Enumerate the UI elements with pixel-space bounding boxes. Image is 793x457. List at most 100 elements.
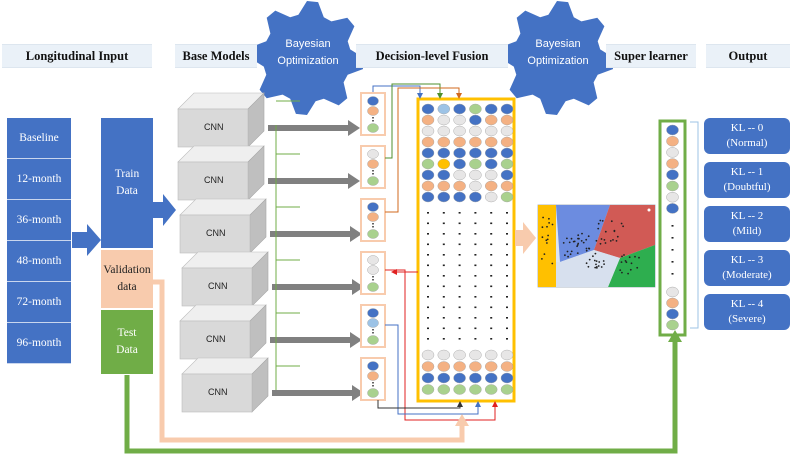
scatter-point	[587, 265, 590, 268]
ellipsis-mark	[427, 296, 429, 298]
train-data-box: Train Data	[101, 118, 153, 248]
ellipsis-mark	[474, 264, 477, 267]
scatter-point	[602, 260, 605, 262]
ellipsis-mark	[490, 233, 493, 235]
scatter-point	[576, 252, 579, 255]
validation-path	[152, 279, 465, 443]
probability-dot	[367, 123, 379, 133]
scatter-point	[621, 271, 623, 274]
ellipsis-mark	[490, 243, 493, 246]
scatter-point	[541, 226, 544, 229]
scatter-point	[587, 235, 590, 238]
probability-dot	[367, 106, 379, 116]
ellipsis-mark	[474, 212, 477, 214]
scatter-point	[546, 242, 548, 244]
matrix-cell-dot	[453, 136, 466, 148]
cnn-block-front	[177, 161, 249, 201]
output-kl-4: KL -- 4 (Severe)	[704, 294, 790, 330]
bayesian-optimization-label: Bayesian Optimization	[277, 38, 339, 68]
scatter-point	[580, 240, 583, 242]
timepoint-48-month: 48-month	[7, 241, 71, 282]
ellipsis-mark	[506, 222, 508, 225]
matrix-cell-dot	[500, 125, 514, 137]
ellipsis-mark	[490, 317, 493, 319]
scatter-point	[623, 254, 625, 256]
matrix-cell-dot	[421, 372, 435, 384]
probability-dot	[367, 318, 379, 328]
ellipsis-mark	[506, 275, 508, 277]
probability-dot	[367, 255, 379, 265]
scatter-point	[603, 239, 606, 241]
scatter-point	[562, 242, 565, 244]
scatter-point	[647, 208, 651, 212]
probability-dot	[367, 371, 379, 381]
scatter-point	[594, 266, 597, 269]
ellipsis-mark	[427, 222, 429, 225]
probability-dot	[367, 176, 379, 186]
probability-dot	[367, 361, 379, 371]
scatter-point	[570, 237, 573, 240]
output-kl-0: KL -- 0 (Normal)	[704, 118, 790, 154]
matrix-cell-dot	[485, 180, 498, 192]
matrix-cell-dot	[500, 136, 514, 148]
ellipsis-mark	[427, 285, 429, 288]
matrix-cell-dot	[453, 103, 466, 115]
matrix-cell-dot	[453, 191, 466, 203]
ellipsis-mark	[671, 273, 674, 275]
ellipsis-mark	[427, 306, 429, 309]
ellipsis-mark	[427, 317, 429, 319]
cnn-label: CNN	[208, 281, 228, 291]
model-output-arrow	[268, 178, 348, 184]
output-dot	[666, 319, 679, 331]
ellipsis-mark	[490, 285, 493, 288]
scatter-point	[588, 247, 590, 250]
ellipsis-mark	[458, 254, 461, 256]
probability-dot	[367, 229, 379, 239]
region-blue	[556, 205, 610, 262]
matrix-cell-dot	[421, 114, 435, 126]
scatter-point	[585, 238, 588, 241]
ellipsis-mark	[490, 222, 493, 225]
ellipsis-mark	[442, 285, 445, 288]
ellipsis-mark	[458, 233, 461, 235]
model-output-arrow	[270, 231, 350, 237]
matrix-cell-dot	[485, 169, 498, 181]
ellipsis-mark	[458, 264, 461, 267]
matrix-cell-dot	[469, 180, 482, 192]
matrix-cell-dot	[469, 191, 482, 203]
scatter-point	[624, 260, 627, 262]
scatter-point	[577, 234, 580, 237]
scatter-point	[572, 240, 575, 243]
model-output-arrowhead	[350, 226, 362, 242]
ellipsis-mark	[474, 275, 477, 277]
matrix-cell-dot	[453, 180, 466, 192]
scatter-point	[595, 263, 597, 266]
scatter-point	[638, 256, 640, 259]
bayesian-optimization-label: Bayesian Optimization	[527, 38, 589, 68]
matrix-cell-dot	[421, 361, 435, 372]
gear-shape	[500, 1, 614, 115]
cnn-label: CNN	[208, 387, 228, 397]
matrix-cell-dot	[500, 349, 514, 361]
matrix-cell-dot	[453, 169, 466, 181]
matrix-cell-dot	[437, 180, 450, 192]
ellipsis-mark	[474, 327, 477, 330]
matrix-cell-dot	[485, 191, 498, 203]
ellipsis-mark	[506, 264, 508, 267]
ellipsis-mark	[474, 306, 477, 309]
timepoint-72-month: 72-month	[7, 282, 71, 323]
matrix-cell-dot	[500, 180, 514, 192]
scatter-point	[621, 255, 623, 258]
model-output-arrow	[270, 337, 350, 343]
matrix-cell-dot	[485, 158, 498, 170]
matrix-cell-dot	[421, 158, 435, 170]
matrix-cell-dot	[437, 125, 450, 137]
cnn-label: CNN	[204, 175, 224, 185]
matrix-cell-dot	[500, 147, 514, 159]
probability-dot	[367, 202, 379, 212]
matrix-cell-dot	[500, 372, 514, 384]
ellipsis-mark	[442, 243, 445, 246]
cnn-label: CNN	[204, 122, 224, 132]
scatter-point	[594, 252, 597, 255]
matrix-cell-dot	[469, 103, 482, 115]
